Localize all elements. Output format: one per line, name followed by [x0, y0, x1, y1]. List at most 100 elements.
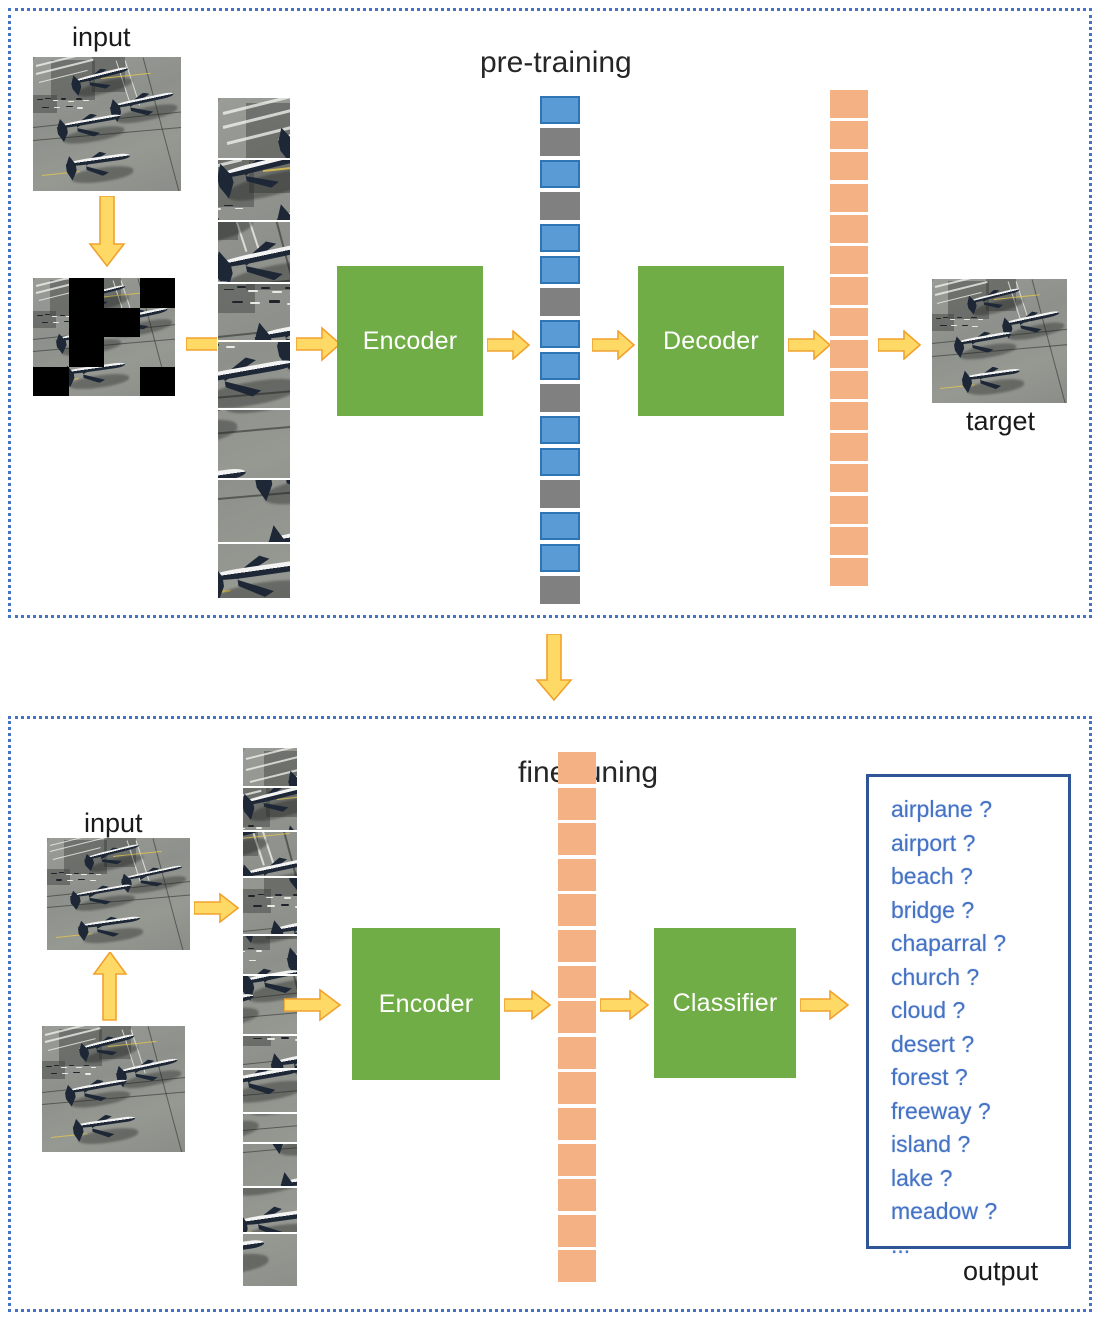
- token-gray: [540, 480, 580, 508]
- token-gray: [540, 576, 580, 604]
- arrow-ft-patches-to-encoder: [284, 988, 342, 1320]
- pretraining-target-label: target: [966, 406, 1036, 436]
- image-patch: [218, 544, 290, 598]
- token-orange: [558, 823, 596, 856]
- image-patch: [243, 1114, 297, 1142]
- token-orange: [558, 1001, 596, 1034]
- token-blue: [540, 160, 580, 188]
- arrow-classifier-to-output: [800, 990, 850, 1320]
- finetuning-patch-strip: [243, 748, 297, 1288]
- mask-cell-2-3: [140, 337, 176, 367]
- token-orange: [558, 1143, 596, 1176]
- finetuning-section-frame: [8, 716, 1092, 1312]
- token-blue: [540, 256, 580, 284]
- finetuning-encoder-label: Encoder: [378, 989, 474, 1018]
- pretraining-encoder-box[interactable]: Encoder: [337, 266, 483, 416]
- mask-cell-1-0: [33, 308, 69, 338]
- token-orange: [558, 965, 596, 998]
- class-option[interactable]: ...: [891, 1231, 911, 1258]
- pretraining-section-frame: [8, 8, 1092, 618]
- pretraining-target-image: [932, 279, 1067, 403]
- pretraining-patch-strip: [218, 98, 290, 600]
- class-option[interactable]: airport ?: [891, 829, 976, 856]
- mask-cell-2-0: [33, 337, 69, 367]
- image-patch: [218, 480, 290, 542]
- image-patch: [243, 748, 297, 786]
- image-patch: [243, 1188, 297, 1232]
- token-blue: [540, 448, 580, 476]
- image-patch: [218, 342, 290, 408]
- class-option[interactable]: island ?: [891, 1131, 971, 1157]
- image-patch: [243, 788, 297, 830]
- class-option[interactable]: forest ?: [891, 1064, 968, 1090]
- image-patch: [243, 1036, 297, 1068]
- class-option[interactable]: meadow ?: [891, 1198, 998, 1224]
- arrow-latent-to-decoder: [592, 330, 636, 1320]
- class-option[interactable]: desert ?: [891, 1030, 975, 1057]
- class-option[interactable]: chaparral ?: [891, 930, 1007, 956]
- pretraining-encoder-label: Encoder: [362, 326, 458, 355]
- mask-cell-3-0: [33, 366, 69, 396]
- image-patch: [243, 1070, 297, 1112]
- image-patch: [243, 832, 297, 876]
- token-blue: [540, 224, 580, 252]
- stage-connector-arrow: [535, 634, 573, 702]
- mask-cell-2-1: [68, 337, 104, 367]
- class-option[interactable]: beach ?: [891, 863, 973, 889]
- image-patch: [243, 936, 297, 974]
- image-patch: [243, 976, 297, 1034]
- finetuning-up-arrow: [92, 952, 128, 1022]
- class-option[interactable]: lake ?: [891, 1164, 953, 1191]
- token-orange: [558, 930, 596, 962]
- class-option[interactable]: church ?: [891, 963, 980, 990]
- image-patch: [243, 1234, 297, 1286]
- arrow-ft-input-to-patches: [194, 892, 240, 1320]
- token-orange: [830, 121, 868, 150]
- class-option[interactable]: cloud ?: [891, 997, 966, 1023]
- token-blue: [540, 320, 580, 348]
- token-orange: [830, 339, 868, 368]
- classifier-label: Classifier: [672, 988, 778, 1017]
- finetuning-input-image-top: [47, 838, 190, 950]
- latent-token-column: [540, 96, 582, 610]
- decoded-token-column: [830, 90, 870, 590]
- finetuning-encoder-box[interactable]: Encoder: [352, 928, 500, 1080]
- pretraining-decoder-box[interactable]: Decoder: [638, 266, 784, 416]
- mask-cell-0-1: [68, 278, 104, 308]
- pretraining-input-image: [33, 57, 181, 191]
- token-orange: [830, 183, 868, 212]
- token-gray: [540, 288, 580, 316]
- token-blue: [540, 512, 580, 540]
- token-orange: [558, 1036, 596, 1069]
- class-option[interactable]: freeway ?: [891, 1097, 991, 1124]
- mask-cell-0-3: [139, 278, 175, 308]
- token-orange: [558, 787, 596, 820]
- class-option[interactable]: airplane ?: [891, 796, 993, 822]
- mask-cell-1-1: [68, 307, 104, 337]
- image-patch: [218, 98, 290, 158]
- output-class-list[interactable]: airplane ? airport ? beach ? bridge ? chapar…: [866, 774, 1071, 1258]
- token-blue: [540, 416, 580, 444]
- finetuning-feature-token-column: [558, 752, 598, 1286]
- image-patch: [218, 160, 290, 220]
- token-orange: [830, 277, 868, 306]
- image-patch: [218, 410, 290, 478]
- classifier-box[interactable]: Classifier: [654, 928, 796, 1078]
- pretraining-decoder-label: Decoder: [663, 326, 759, 355]
- pretraining-input-label: input: [72, 22, 131, 52]
- token-gray: [540, 128, 580, 156]
- arrow-tokens-to-target: [878, 330, 922, 1320]
- token-orange: [830, 370, 868, 399]
- token-orange: [830, 152, 868, 181]
- token-orange: [558, 752, 596, 784]
- arrow-decoder-to-tokens: [788, 330, 832, 1320]
- arrow-patches-to-encoder: [296, 326, 342, 1320]
- mask-cell-0-2: [104, 278, 140, 308]
- token-orange: [830, 433, 868, 462]
- pretraining-title: pre-training: [480, 46, 632, 79]
- token-orange: [830, 90, 868, 118]
- class-option[interactable]: bridge ?: [891, 896, 975, 923]
- arrow-ft-tokens-to-classifier: [600, 990, 650, 1320]
- token-orange: [558, 1072, 596, 1105]
